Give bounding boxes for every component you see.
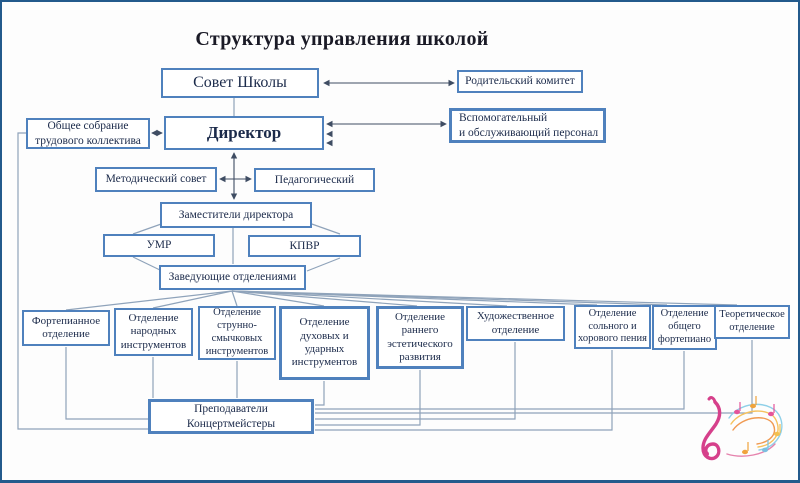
box-deputy-directors: Заместители директора	[160, 202, 312, 228]
box-support-staff: Вспомогательный и обслуживающий персонал	[449, 108, 606, 143]
box-dept-general-piano: Отделение общего фортепиано	[652, 305, 717, 350]
box-parent-committee: Родительский комитет	[457, 70, 583, 93]
box-school-council: Совет Школы	[161, 68, 319, 98]
box-dept-solo-choral-singing: Отделение сольного и хорового пения	[574, 305, 651, 349]
box-dept-wind-percussion: Отделение духовых и ударных инструментов	[279, 306, 370, 380]
page-title: Структура управления школой	[195, 28, 489, 50]
box-dept-early-aesthetic: Отделение раннего эстетического развития	[376, 306, 464, 369]
box-dept-theory: Теоретическое отделение	[714, 305, 790, 339]
box-kpvr: КПВР	[248, 235, 361, 257]
box-general-assembly: Общее собрание трудового коллектива	[26, 118, 150, 149]
box-umr: УМР	[103, 234, 215, 257]
box-director: Директор	[164, 116, 324, 150]
box-methodical-council: Методический совет	[95, 167, 217, 192]
box-dept-strings: Отделение струнно- смычковых инструменто…	[198, 306, 276, 360]
box-teachers-concertmasters: Преподаватели Концертмейстеры	[148, 399, 314, 434]
box-pedagogical-council: Педагогический	[254, 168, 375, 192]
box-department-heads: Заведующие отделениями	[159, 265, 306, 290]
box-dept-piano: Фортепианное отделение	[22, 310, 110, 346]
box-dept-folk-instruments: Отделение народных инструментов	[114, 308, 193, 356]
box-dept-art: Художественное отделение	[466, 306, 565, 341]
music-notes-icon	[701, 396, 783, 461]
